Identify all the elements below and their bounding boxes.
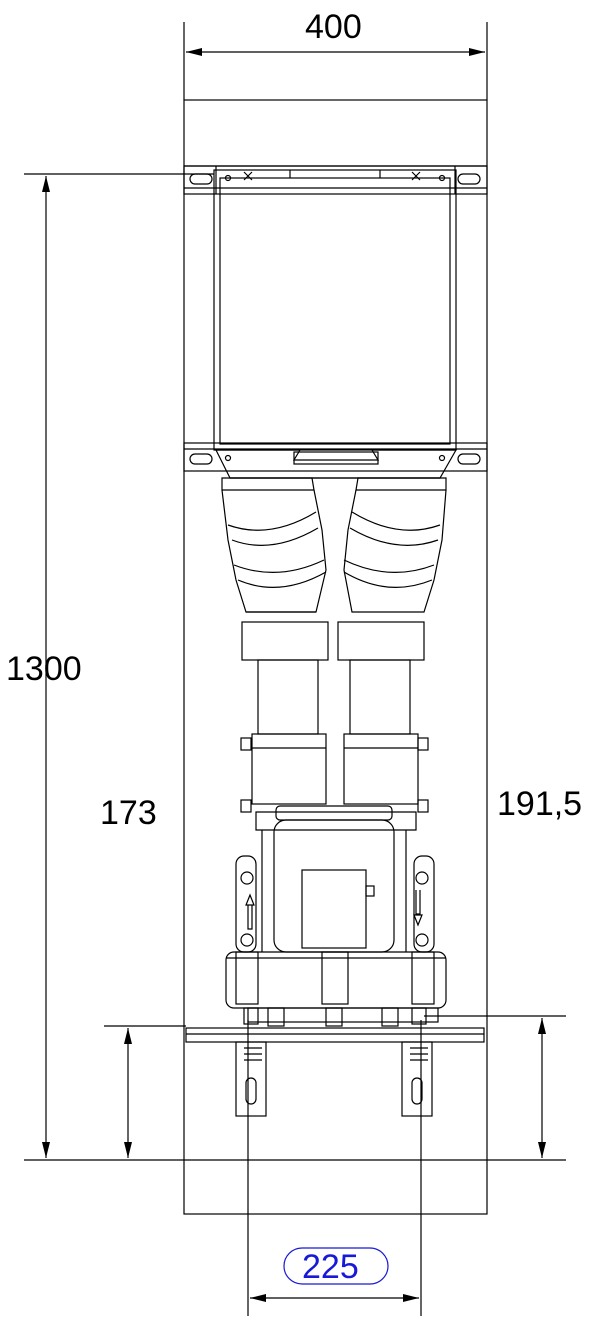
pipe-couplings xyxy=(240,621,429,813)
dimension-height xyxy=(24,173,214,1161)
dimension-left-bottom xyxy=(104,1025,566,1161)
left-elbow-pipe xyxy=(221,477,327,613)
pump-body xyxy=(235,805,435,953)
dimension-label-width: 400 xyxy=(305,8,362,46)
dimension-width xyxy=(183,22,488,100)
top-mounting-rail xyxy=(183,165,488,195)
manifold xyxy=(215,449,458,479)
base-plate xyxy=(185,1027,485,1043)
dimension-label-left-bottom: 173 xyxy=(100,794,157,832)
dimension-label-height: 1300 xyxy=(6,650,82,688)
middle-mounting-rail xyxy=(183,442,488,472)
anchor-brackets xyxy=(235,1041,433,1117)
dimension-right-bottom xyxy=(424,1015,566,1158)
dimension-spacing xyxy=(247,1020,422,1316)
installation-frame xyxy=(183,99,488,1215)
dimension-label-spacing: 225 xyxy=(302,1248,359,1286)
dimension-label-right-bottom: 191,5 xyxy=(497,785,583,823)
pump-base xyxy=(225,951,447,1027)
right-elbow-pipe xyxy=(343,477,447,613)
control-cabinet xyxy=(213,169,457,462)
